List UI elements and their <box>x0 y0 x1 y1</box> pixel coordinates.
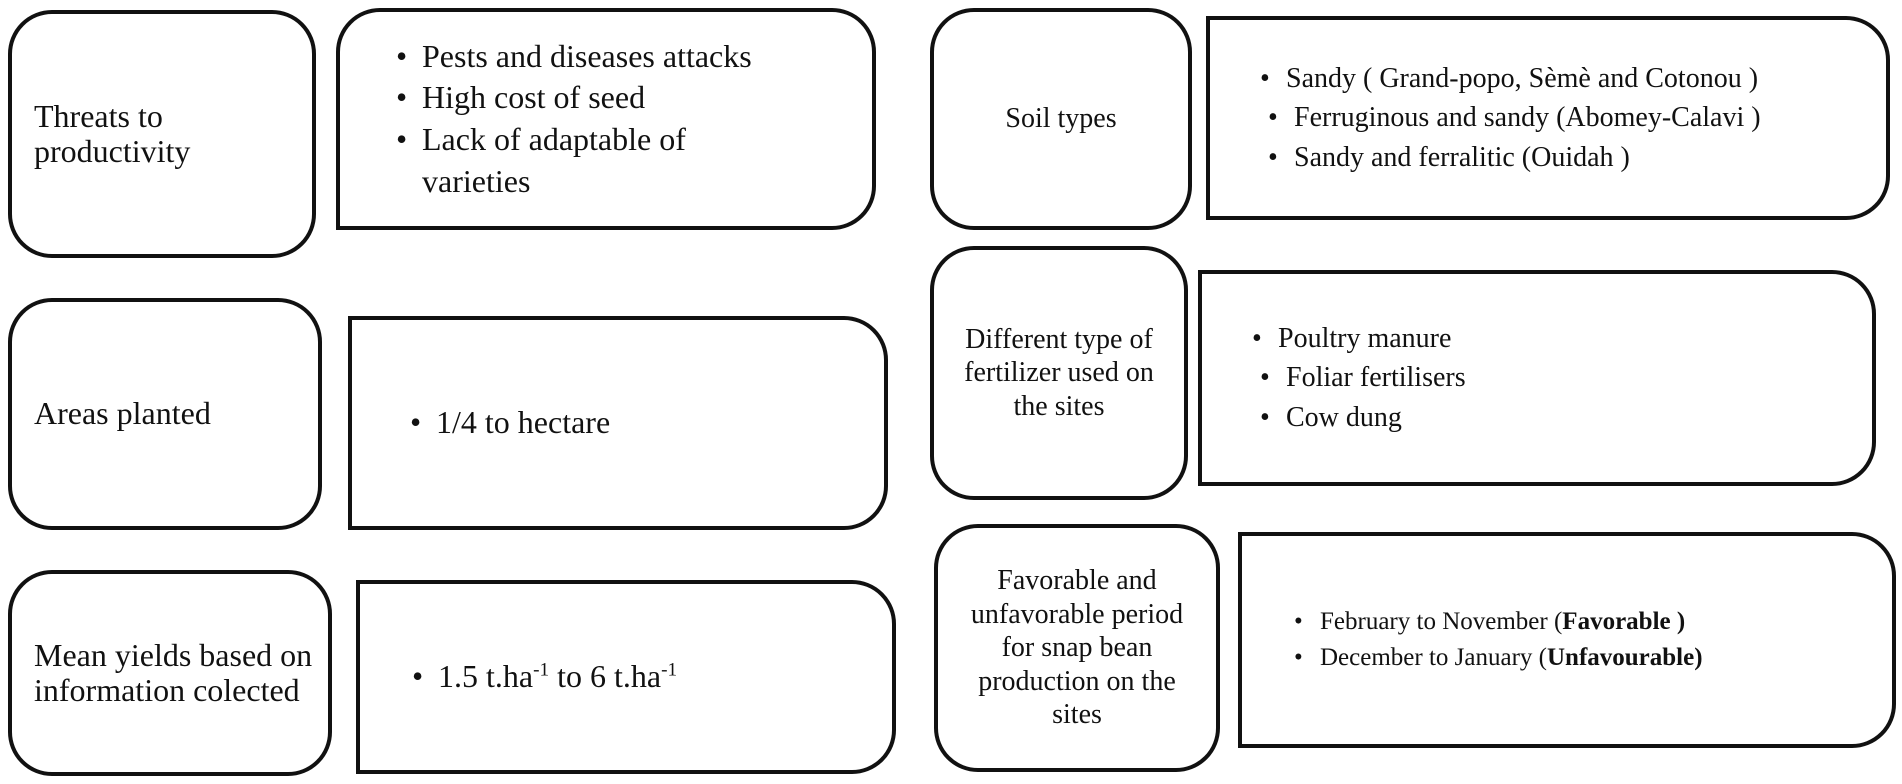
fertilizer-item: Cow dung <box>1260 398 1872 437</box>
label-fertilizer-types: Different type of fertilizer used on the… <box>930 246 1188 500</box>
period-item-unfavorable: December to January (Unfavourable) <box>1294 640 1892 677</box>
area-item: 1/4 to hectare <box>410 402 884 444</box>
label-threats-to-productivity: Threats to productivity <box>8 10 316 258</box>
soil-item: Sandy ( Grand-popo, Sèmè and Cotonou ) <box>1260 59 1886 98</box>
label-text: Mean yields based on information colecte… <box>34 636 313 708</box>
yield-low-exponent: -1 <box>533 659 550 681</box>
label-mean-yields: Mean yields based on information colecte… <box>8 570 332 776</box>
yield-low: 1.5 t.ha <box>438 658 534 695</box>
content-threats-to-productivity: Pests and diseases attacks High cost of … <box>336 8 876 230</box>
threat-item: High cost of seed <box>396 77 852 119</box>
yield-separator: to <box>549 658 590 695</box>
content-soil-types: Sandy ( Grand-popo, Sèmè and Cotonou ) F… <box>1206 16 1890 220</box>
yield-high-exponent: -1 <box>661 659 678 681</box>
fertilizer-item: Poultry manure <box>1252 319 1872 358</box>
content-production-period: February to November (Favorable ) Decemb… <box>1238 532 1896 748</box>
threat-item: Lack of adaptable of varieties <box>396 119 762 202</box>
label-soil-types: Soil types <box>930 8 1192 230</box>
threat-item: Pests and diseases attacks <box>396 36 852 78</box>
content-mean-yields: 1.5 t.ha-1 to 6 t.ha-1 <box>356 580 896 774</box>
label-text: Areas planted <box>34 395 211 432</box>
period-item-favorable: February to November (Favorable ) <box>1294 604 1892 641</box>
label-areas-planted: Areas planted <box>8 298 322 530</box>
period-status: Unfavourable) <box>1546 644 1703 671</box>
period-status: Favorable ) <box>1562 607 1686 635</box>
label-text: Soil types <box>1005 103 1117 135</box>
content-areas-planted: 1/4 to hectare <box>348 316 888 530</box>
soil-item: Ferruginous and sandy (Abomey-Calavi ) <box>1268 98 1886 137</box>
label-text: Threats to productivity <box>34 97 191 169</box>
yield-high: 6 t.ha <box>589 658 662 695</box>
fertilizer-item: Foliar fertilisers <box>1260 358 1872 397</box>
label-text: Different type of fertilizer used on the… <box>964 323 1154 422</box>
yield-item: 1.5 t.ha-1 to 6 t.ha-1 <box>412 656 892 698</box>
period-text: December to January ( <box>1320 644 1547 671</box>
soil-item: Sandy and ferralitic (Ouidah ) <box>1268 138 1886 177</box>
label-text: Favorable and unfavorable period for sna… <box>970 565 1184 731</box>
content-fertilizer-types: Poultry manure Foliar fertilisers Cow du… <box>1198 270 1876 486</box>
period-text: February to November ( <box>1320 607 1563 635</box>
label-production-period: Favorable and unfavorable period for sna… <box>934 524 1220 772</box>
